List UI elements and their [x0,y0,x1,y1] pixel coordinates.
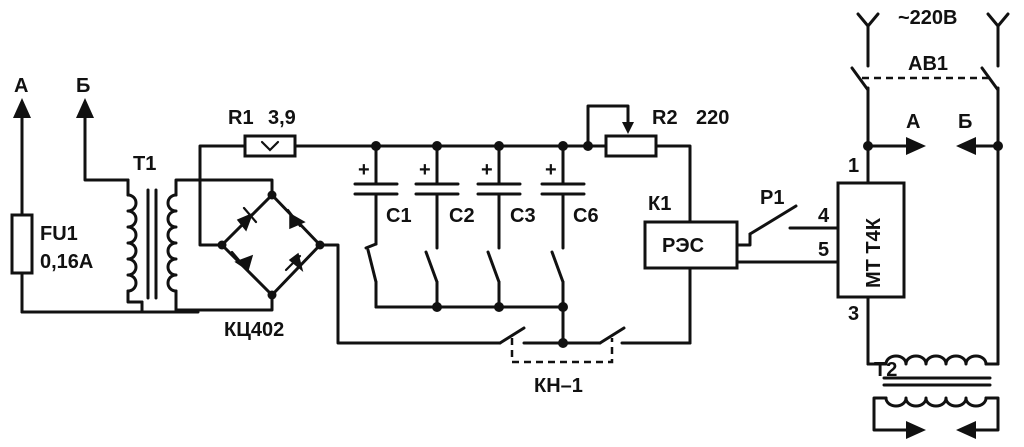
relay-contact-p1 [735,204,842,264]
switch-kh1-label: КН–1 [534,375,583,397]
output-a-left [13,98,31,217]
resistor-r1 [243,134,297,158]
capacitor-c6-label: С6 [573,205,599,227]
potentiometer-r2-value: 220 [696,107,729,129]
relay-contact-p1-label: Р1 [760,187,784,209]
capacitor-c3-plus: + [481,159,493,181]
mains-label: ~220В [898,7,958,29]
output-a-right [866,137,926,155]
switch-kh1 [498,326,692,364]
fuse-fu1-rating: 0,16А [40,251,93,273]
potentiometer-r2 [586,104,692,224]
capacitor-c3-label: С3 [510,205,536,227]
breaker-av1 [850,66,1000,366]
timer-pin-5: 5 [818,239,829,261]
capacitor-c1-label: С1 [386,205,412,227]
transformer-t1 [126,178,274,314]
output-b-left [76,98,130,182]
resistor-r1-label: R1 [228,107,254,129]
relay-k1-label: К1 [648,193,671,215]
fuse-fu1 [10,213,34,275]
capacitor-c2-label: С2 [449,205,475,227]
diode-bridge [198,144,502,345]
transformer-t2-label: Т2 [874,359,897,381]
mains-input [856,12,1010,68]
relay-k1-type: РЭС [662,235,704,257]
capacitor-c6-plus: + [545,159,557,181]
output-a-left-label: А [14,75,28,97]
timer-pin-4: 4 [818,205,830,227]
transformer-t2 [866,354,1000,439]
output-b-right-label: Б [958,111,972,133]
output-b-left-label: Б [76,75,90,97]
capacitor-c1-plus: + [358,159,370,181]
capacitor-c1 [353,144,399,309]
timer-mt-t4k [836,181,906,299]
bridge-label: КЦ402 [224,319,284,341]
timer-mt-t4k-label: МТ Т4К [863,217,885,288]
capacitor-c2-plus: + [419,159,431,181]
transformer-t1-label: Т1 [133,153,156,175]
potentiometer-r2-label: R2 [652,107,678,129]
resistor-r1-value: 3,9 [268,107,296,129]
capacitor-c2 [414,144,460,309]
output-b-right [956,137,1000,155]
breaker-av1-label: АВ1 [908,53,948,75]
fuse-fu1-label: FU1 [40,223,78,245]
output-a-right-label: А [906,111,920,133]
timer-pin-3: 3 [848,303,859,325]
timer-pin-1: 1 [848,155,859,177]
